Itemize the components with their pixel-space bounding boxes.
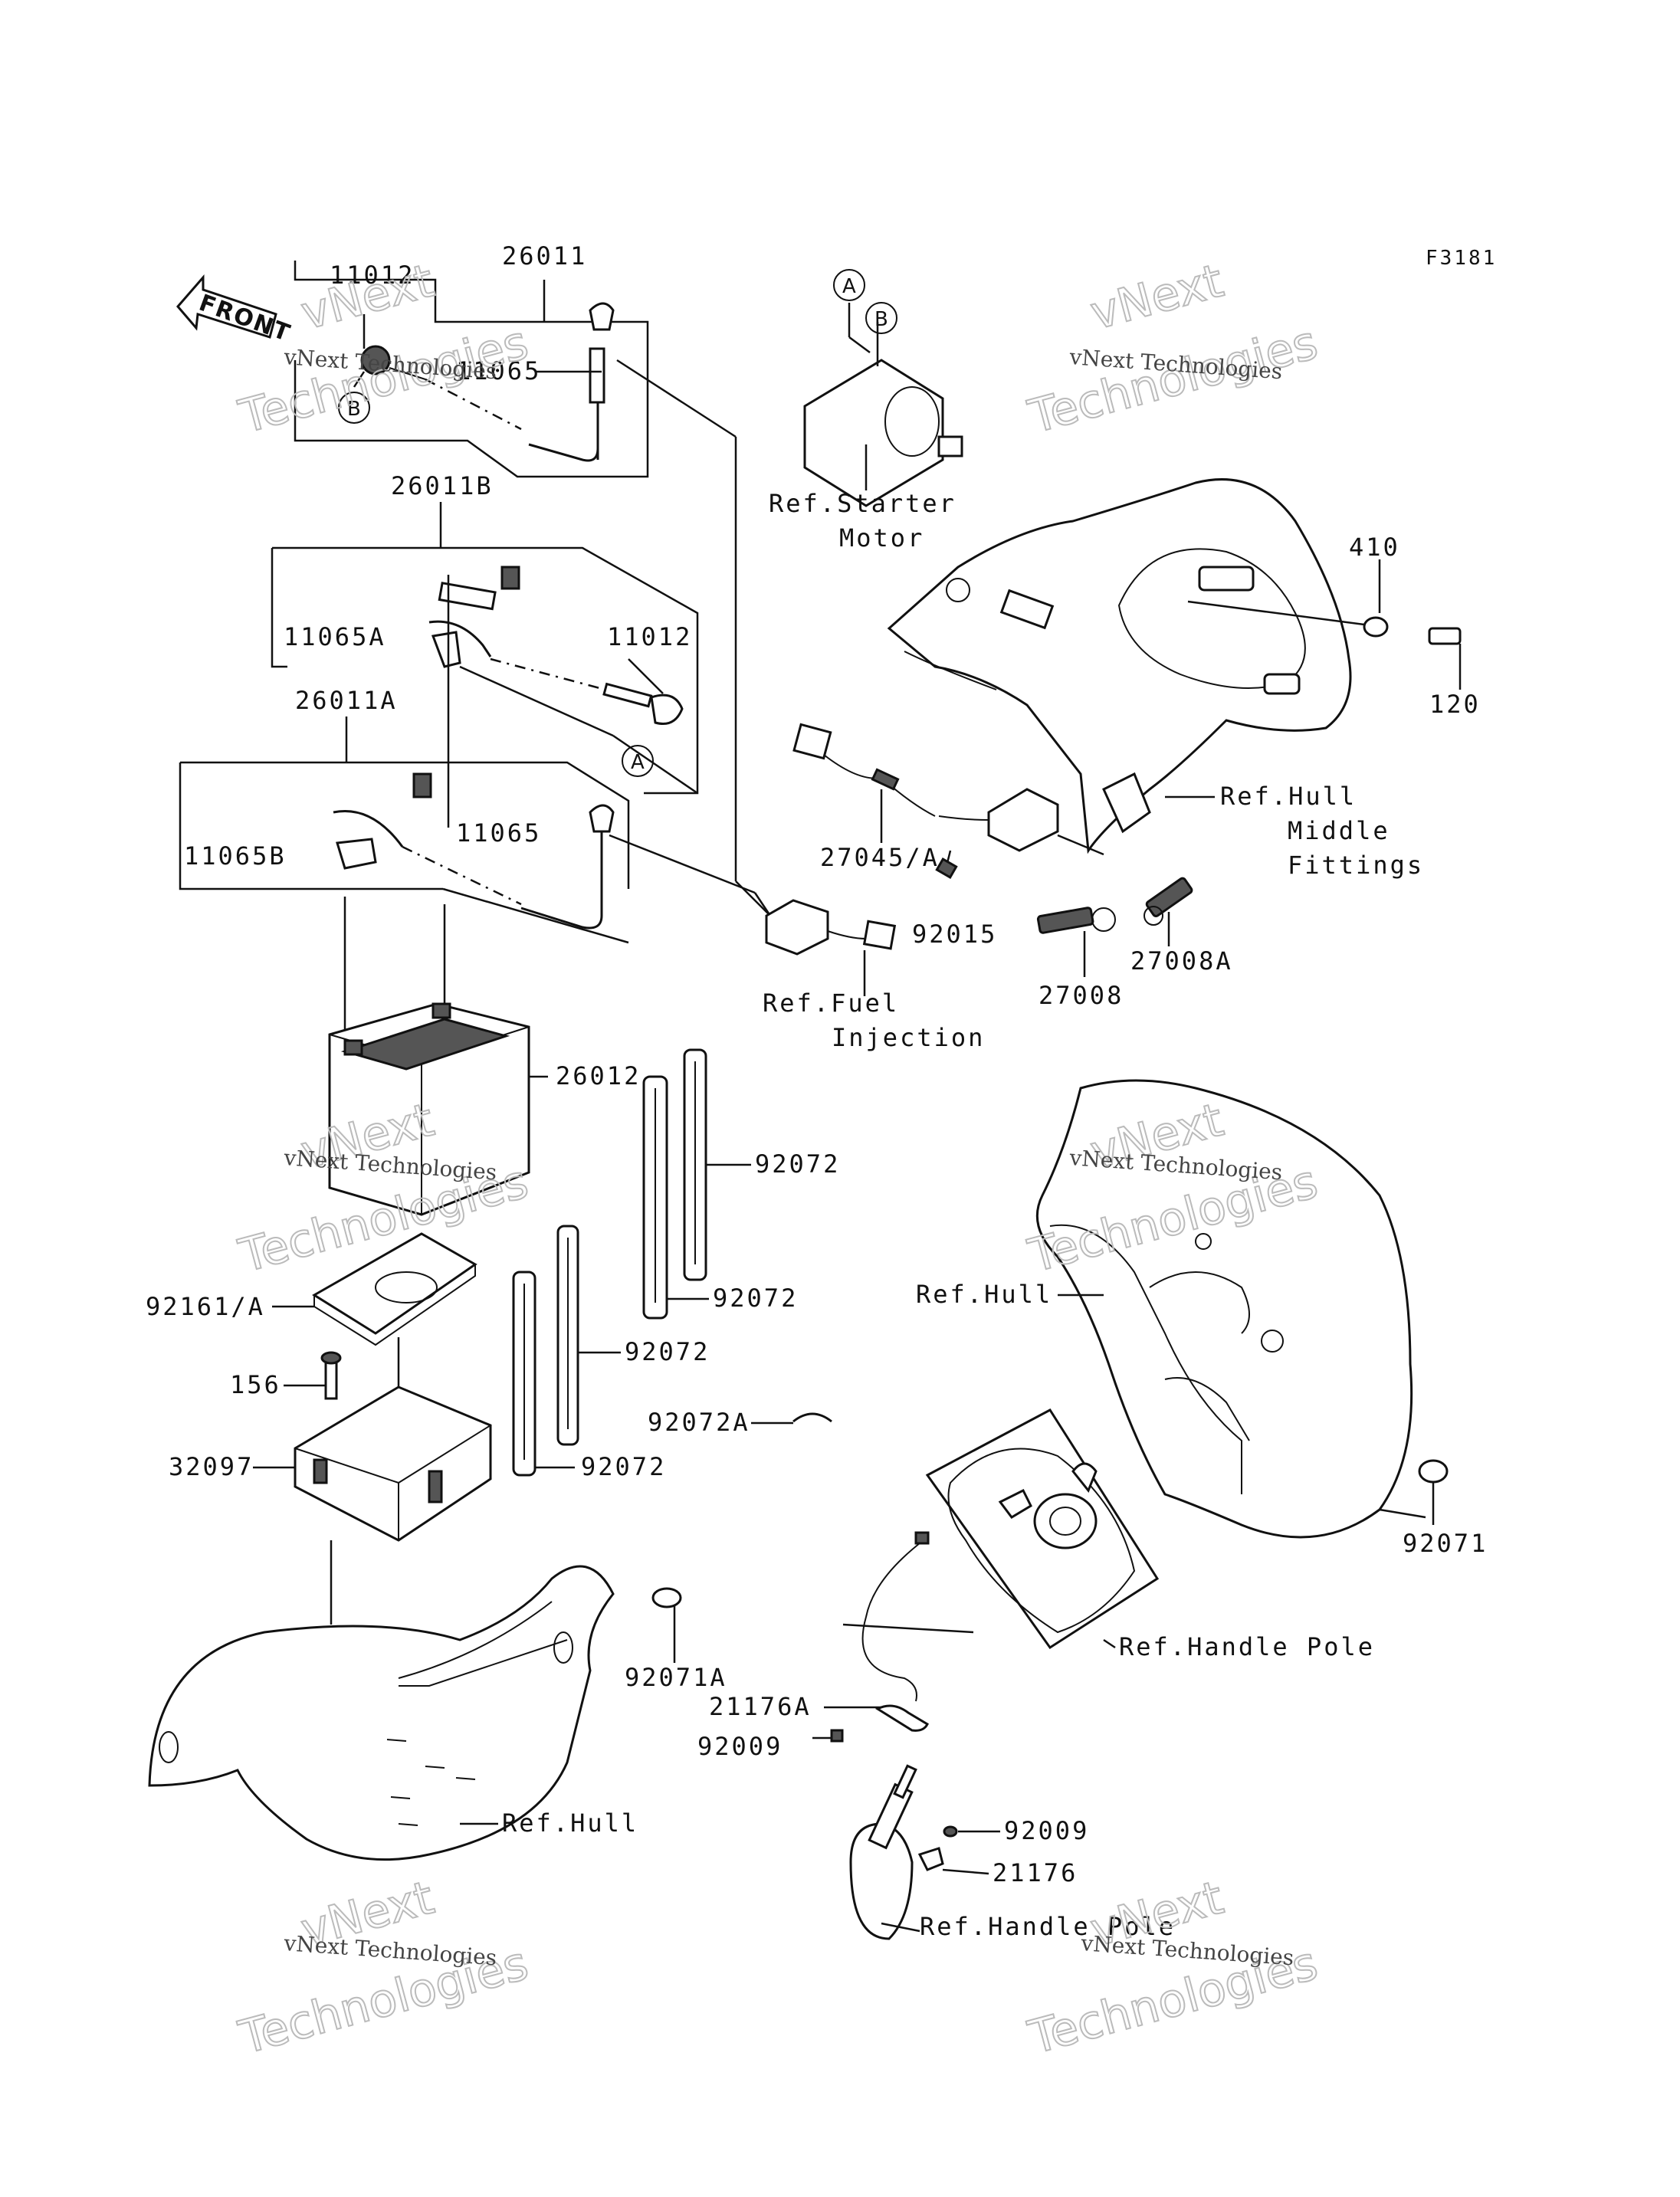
label-ref-hull-bottom: Ref.Hull: [502, 1808, 638, 1838]
label-26011B: 26011B: [391, 471, 494, 500]
label-ref-handle-pole-1: Ref.Handle Pole: [1119, 1632, 1375, 1661]
label-11065-mid: 11065: [456, 818, 541, 848]
label-92072A: 92072A: [648, 1408, 750, 1437]
label-92072-c: 92072: [625, 1337, 710, 1366]
label-27045A: 27045/A: [820, 843, 940, 872]
label-156: 156: [230, 1370, 281, 1399]
label-92071: 92071: [1403, 1529, 1488, 1558]
front-label: FRONT: [195, 290, 294, 348]
circle-b-top: [865, 302, 897, 334]
sensor-wire-21176A: [812, 1531, 974, 1743]
label-92071A: 92071A: [625, 1663, 727, 1692]
hull-right: [1035, 1079, 1449, 1539]
label-11012-top: 11012: [330, 261, 415, 290]
label-26011A: 26011A: [295, 686, 398, 715]
clip-92072A: [751, 1412, 832, 1425]
circle-a-top: [833, 269, 865, 301]
label-21176A: 21176A: [709, 1692, 812, 1721]
handle-pole-lower: [849, 1764, 1000, 1940]
label-26012: 26012: [556, 1061, 641, 1090]
label-410: 410: [1349, 533, 1400, 562]
label-ref-fuel-1: Ref.Fuel: [763, 989, 899, 1018]
grommet-92071A: [651, 1587, 682, 1663]
hull-bottom-left: [148, 1565, 615, 1861]
cable-assembly-26011A: [179, 575, 772, 1035]
label-92072-b: 92072: [713, 1284, 798, 1313]
watermark-br: vNext Technologies vNext Technologies: [1022, 1871, 1324, 2066]
label-ref-handle-pole-2: Ref.Handle Pole: [920, 1912, 1176, 1941]
svg-text:vNext Technologies: vNext Technologies: [1080, 1930, 1295, 1970]
svg-text:vNext Technologies: vNext Technologies: [283, 1930, 498, 1970]
label-21176: 21176: [993, 1858, 1078, 1887]
battery-case-32097: [253, 1337, 492, 1625]
label-11065A: 11065A: [284, 622, 386, 651]
label-92009-a: 92009: [697, 1732, 783, 1761]
label-ref-starter-1: Ref.Starter: [769, 489, 956, 518]
bolt-156: [284, 1351, 342, 1400]
label-ref-hull-right: Ref.Hull: [916, 1280, 1052, 1309]
label-11012-mid: 11012: [607, 622, 692, 651]
handle-pole-plate: [925, 1408, 1160, 1650]
label-92072-a: 92072: [755, 1149, 840, 1179]
svg-text:vNext: vNext: [1085, 254, 1229, 341]
label-ref-hull-mid-3: Fittings: [1288, 851, 1424, 880]
straps-92072: [512, 1048, 751, 1477]
hull-middle-fittings: [887, 478, 1462, 854]
label-26011: 26011: [502, 241, 587, 271]
front-arrow-icon: FRONT: [176, 274, 294, 348]
label-ref-hull-mid-2: Middle: [1288, 816, 1390, 845]
circle-a-mid-label: A: [631, 751, 645, 774]
cable-assembly-26011: [294, 261, 771, 917]
label-27008A: 27008A: [1130, 946, 1233, 976]
fuel-injection-ecu: [765, 899, 897, 996]
cable-assembly-26011B: [271, 502, 699, 795]
label-92009-b: 92009: [1004, 1816, 1089, 1845]
circle-b-left-label: B: [347, 398, 361, 421]
label-11065-top: 11065: [456, 356, 541, 385]
watermark-bl: vNext Technologies vNext Technologies: [233, 1871, 534, 2066]
harness-27045A: [792, 723, 1104, 879]
circle-b-left: [338, 392, 370, 424]
label-92015: 92015: [912, 920, 997, 949]
keys-27008: [1036, 877, 1193, 977]
label-ref-starter-2: Motor: [839, 523, 924, 553]
circle-b-top-label: B: [874, 308, 888, 331]
circle-a-mid: [622, 745, 654, 777]
figure-code: F3181: [1426, 247, 1497, 270]
label-120: 120: [1429, 690, 1481, 719]
label-ref-hull-mid-1: Ref.Hull: [1220, 782, 1357, 811]
label-92072-d: 92072: [581, 1452, 666, 1481]
battery-pad-92161A: [272, 1232, 477, 1346]
circle-a-top-label: A: [842, 275, 856, 298]
label-ref-fuel-2: Injection: [832, 1023, 985, 1052]
label-92161A: 92161/A: [146, 1292, 265, 1321]
battery-26012: [328, 1002, 548, 1216]
label-32097: 32097: [169, 1452, 254, 1481]
starter-motor: [803, 303, 963, 507]
label-11065B: 11065B: [184, 841, 287, 871]
label-27008: 27008: [1039, 981, 1124, 1010]
watermark-tr: vNext Technologies vNext Technologies: [1022, 254, 1324, 445]
